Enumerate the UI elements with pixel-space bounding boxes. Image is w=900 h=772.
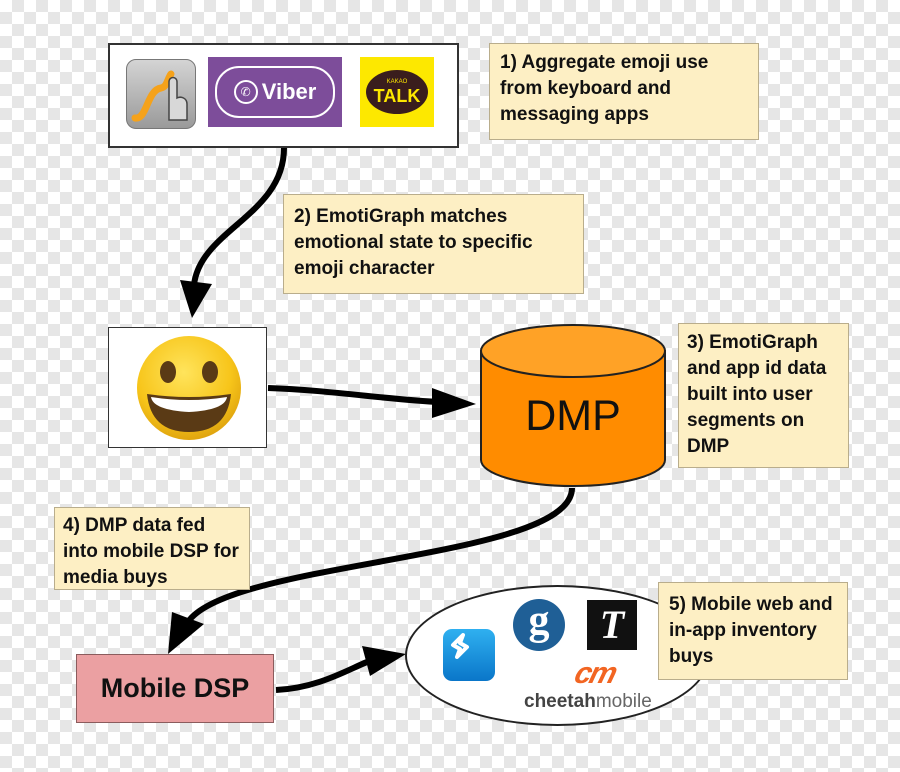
guardian-logo-icon: g (513, 599, 565, 651)
step3-note: 3) EmotiGraph and app id data built into… (678, 323, 849, 468)
swipe-trace-icon (131, 70, 188, 122)
step4-text: 4) DMP data fed into mobile DSP for medi… (63, 515, 239, 588)
step1-text: 1) Aggregate emoji use from keyboard and… (500, 52, 709, 125)
step2-note: 2) EmotiGraph matches emotional state to… (283, 194, 584, 294)
cheetah-mobile-logo: cheetahmobile (524, 691, 664, 713)
step4-note: 4) DMP data fed into mobile DSP for medi… (54, 507, 250, 590)
cheetah-mark-icon: cm (571, 657, 620, 690)
nyt-t: T (599, 602, 625, 647)
kakao-small-label: KAKAO (386, 78, 408, 85)
shazam-s-icon (451, 633, 469, 659)
keyboard-app-icon (126, 59, 196, 129)
kakaotalk-app-icon: KAKAO TALK (360, 57, 434, 127)
kakao-talk-label: TALK (373, 85, 421, 106)
arrow-apps-to-emoji (191, 147, 287, 286)
step5-text: 5) Mobile web and in-app inventory buys (669, 594, 833, 667)
viber-app-icon: ✆ Viber (208, 57, 342, 127)
step1-note: 1) Aggregate emoji use from keyboard and… (489, 43, 759, 140)
arrow-dsp-to-publishers-head (362, 646, 406, 676)
grinning-face-emoji-icon (137, 336, 241, 440)
mobile-dsp-box: Mobile DSP (76, 654, 274, 723)
cheetah-name-a: cheetah (524, 691, 596, 712)
step2-text: 2) EmotiGraph matches emotional state to… (294, 206, 533, 279)
arrow-dmp-to-dsp-head (168, 612, 204, 654)
arrow-apps-to-emoji-head (180, 280, 212, 318)
cheetah-name-b: mobile (595, 691, 652, 712)
guardian-g: g (528, 598, 550, 644)
arrow-dmp-to-dsp (185, 487, 575, 624)
dmp-label: DMP (525, 392, 621, 440)
apps-box: ✆ Viber KAKAO TALK (108, 43, 459, 148)
shazam-app-icon (443, 629, 495, 681)
arrow-emoji-to-dmp-head (432, 388, 476, 418)
phone-bubble-icon: ✆ (233, 80, 258, 104)
step5-note: 5) Mobile web and in-app inventory buys (658, 582, 848, 680)
emoji-box (108, 327, 267, 448)
arrow-dsp-to-publishers (275, 657, 374, 693)
viber-label: Viber (261, 79, 317, 104)
kakaotalk-bubble: KAKAO TALK (366, 70, 428, 114)
viber-logo-frame: ✆ Viber (215, 66, 335, 118)
step3-text: 3) EmotiGraph and app id data built into… (687, 332, 827, 457)
mobile-dsp-label: Mobile DSP (100, 673, 250, 703)
arrow-emoji-to-dmp (267, 385, 441, 405)
nyt-logo-icon: T (587, 600, 637, 650)
